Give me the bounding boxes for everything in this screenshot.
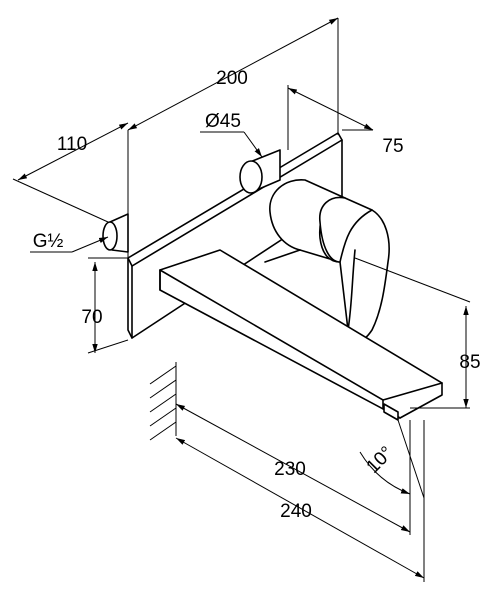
dim-label-thread: G½ bbox=[33, 231, 64, 252]
dim-label-240: 240 bbox=[280, 501, 312, 522]
dimension-angle: 10° bbox=[359, 443, 411, 495]
inlet-pipe bbox=[102, 213, 129, 253]
rear-body-cylinder bbox=[239, 149, 281, 194]
dim-label-110: 110 bbox=[57, 134, 87, 155]
dimension-70: 70 bbox=[81, 262, 103, 353]
dimension-diameter-45: Ø45 bbox=[200, 111, 263, 158]
dimension-thread: G½ bbox=[30, 231, 109, 253]
dim-label-75: 75 bbox=[382, 136, 403, 157]
dim-label-70: 70 bbox=[81, 307, 102, 328]
wall-hatching bbox=[149, 362, 177, 441]
dimension-85: 85 bbox=[459, 306, 481, 408]
dim-label-angle: 10° bbox=[363, 443, 398, 478]
dim-label-diameter-45: Ø45 bbox=[205, 111, 241, 132]
dim-label-85: 85 bbox=[459, 352, 480, 373]
dim-label-230: 230 bbox=[274, 459, 306, 480]
dim-label-200: 200 bbox=[216, 68, 248, 89]
dimension-110: 110 bbox=[17, 122, 129, 181]
dimension-75: 75 bbox=[287, 87, 404, 157]
dimension-240: 240 bbox=[175, 437, 425, 579]
mixer-lever bbox=[269, 179, 390, 343]
